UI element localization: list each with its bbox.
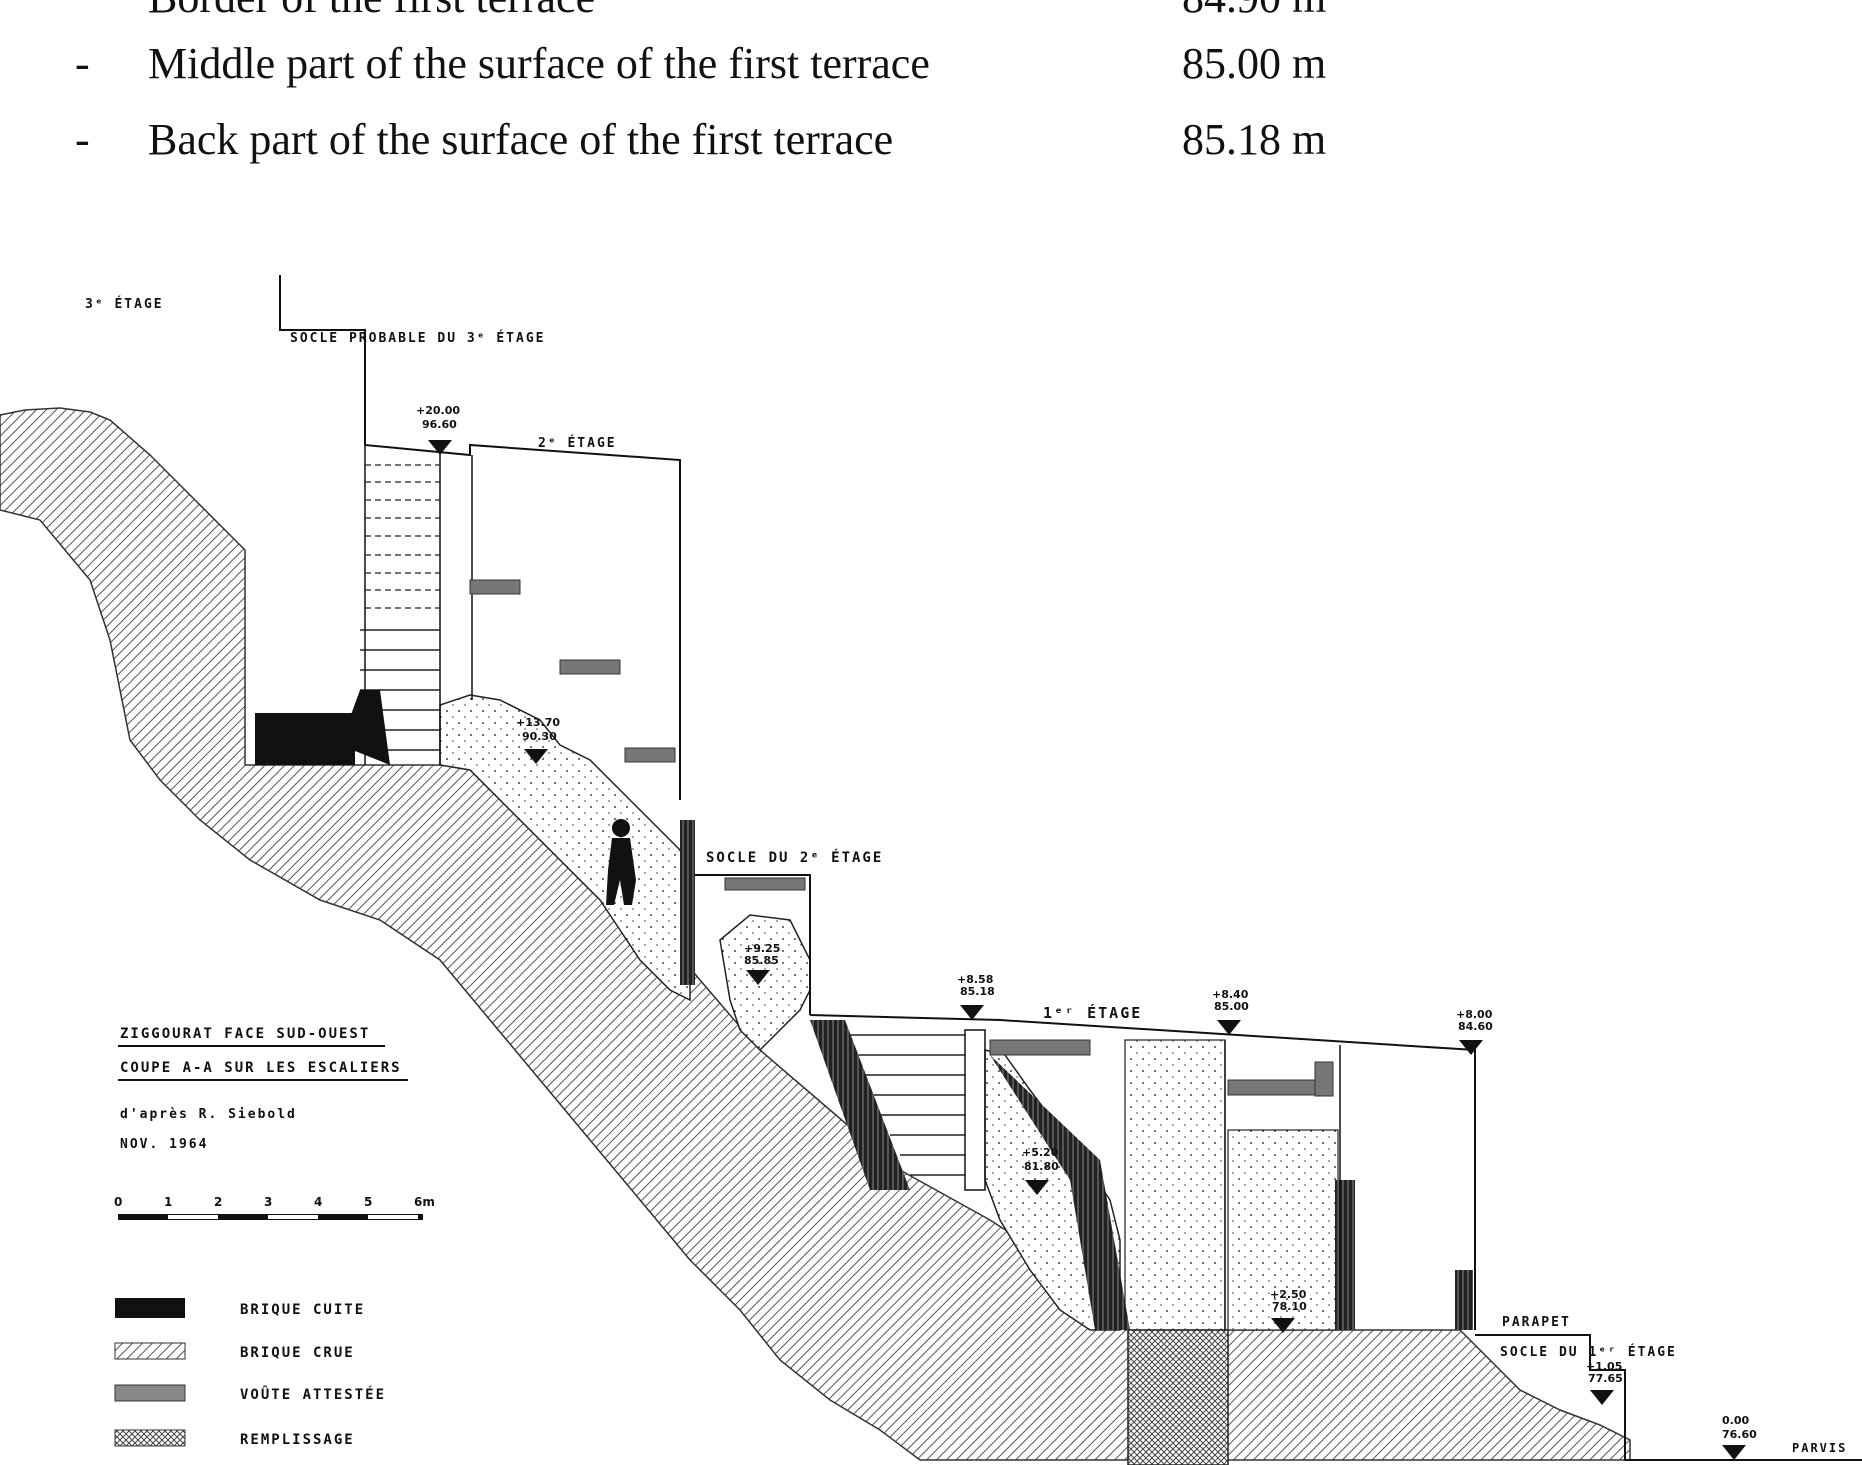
row-bullet: - — [75, 39, 90, 88]
legend-label: VOÛTE ATTESTÉE — [240, 1385, 386, 1403]
row-value: 85.00 m — [1182, 39, 1327, 88]
socle-second-label: SOCLE DU 2ᵉ ÉTAGE — [706, 849, 883, 866]
level-9-top: +1.05 — [1586, 1360, 1622, 1373]
caption-title-2: COUPE A-A SUR LES ESCALIERS — [120, 1060, 402, 1076]
level-3-top: +9.25 — [744, 942, 780, 955]
fill-middle — [719, 914, 811, 1052]
socle-third-label: SOCLE PROBABLE DU 3ᵉ ÉTAGE — [290, 330, 546, 346]
upper-dashed-stair — [365, 464, 440, 609]
level-4-bottom: 85.18 — [960, 985, 995, 998]
fired-brick-upper — [255, 713, 355, 765]
level-2-bottom: 90.30 — [522, 730, 557, 743]
level-9-bottom: 77.65 — [1588, 1372, 1623, 1385]
row-label: Back part of the surface of the first te… — [148, 115, 894, 164]
level-10-bottom: 76.60 — [1722, 1428, 1757, 1441]
level-6-top: +8.00 — [1456, 1008, 1493, 1021]
scale-tick: 4 — [314, 1195, 322, 1209]
fill-block-b — [1227, 1129, 1339, 1331]
scale-tick: 3 — [264, 1195, 272, 1209]
parapet-outline — [1475, 1334, 1862, 1461]
row-value: 85.18 m — [1182, 115, 1327, 164]
crude-brick-mass — [0, 407, 1631, 1461]
legend-label: REMPLISSAGE — [240, 1432, 355, 1448]
scale-tick: 0 — [114, 1195, 122, 1209]
stage-second-label: 2ᵉ ÉTAGE — [538, 435, 617, 451]
level-8-bottom: 78.10 — [1272, 1300, 1307, 1313]
ziggurat-section-drawing: +20.00 96.60 +13.70 90.30 +9.25 85.85 +8… — [0, 275, 1862, 1465]
parvis-label: PARVIS — [1792, 1441, 1847, 1455]
legend-label: BRIQUE CUITE — [240, 1302, 365, 1318]
legend-swatch-solid — [115, 1298, 185, 1318]
level-2-top: +13.70 — [516, 716, 560, 729]
level-1-bottom: 96.60 — [422, 418, 457, 431]
level-10-top: 0.00 — [1722, 1414, 1749, 1427]
terrace-outline — [809, 1014, 1476, 1330]
human-figure — [606, 819, 636, 905]
scale-tick: 6m — [414, 1195, 435, 1209]
legend-label: BRIQUE CRUE — [240, 1345, 355, 1361]
scale-bar: 0 1 2 3 4 5 6m — [114, 1195, 435, 1220]
caption-block: ZIGGOURAT FACE SUD-OUEST COUPE A-A SUR L… — [118, 1026, 408, 1152]
fill-block-a — [1124, 1039, 1226, 1331]
level-7-bottom: 81.80 — [1024, 1160, 1059, 1173]
scale-tick: 5 — [364, 1195, 372, 1209]
caption-title-1: ZIGGOURAT FACE SUD-OUEST — [120, 1026, 370, 1042]
legend-swatch-cross — [114, 1429, 186, 1447]
level-markers — [428, 440, 1746, 1460]
row-label: Middle part of the surface of the first … — [148, 39, 930, 88]
scale-tick: 1 — [164, 1195, 172, 1209]
stage-third-label: 3ᵉ ÉTAGE — [85, 296, 164, 312]
level-8-top: +2.50 — [1270, 1288, 1307, 1301]
legend-swatch-hatch — [114, 1342, 186, 1360]
level-6-bottom: 84.60 — [1458, 1020, 1493, 1033]
stage-first-label: 1ᵉʳ ÉTAGE — [1043, 1003, 1142, 1022]
level-5-top: +8.40 — [1212, 988, 1249, 1001]
remplissage-block — [1127, 1329, 1229, 1465]
level-1-top: +20.00 — [416, 404, 460, 417]
level-4-top: +8.58 — [957, 973, 993, 986]
level-3-bottom: 85.85 — [744, 954, 779, 967]
caption-date: NOV. 1964 — [120, 1137, 208, 1152]
row-label: Border of the first terrace — [148, 0, 595, 23]
parapet-label: PARAPET — [1502, 1315, 1571, 1330]
level-5-bottom: 85.00 — [1214, 1000, 1249, 1013]
level-7-top: +5.20 — [1022, 1146, 1059, 1159]
level-labels: +20.00 96.60 +13.70 90.30 +9.25 85.85 +8… — [416, 404, 1757, 1441]
scale-tick: 2 — [214, 1195, 222, 1209]
upper-outline — [279, 275, 681, 800]
legend-swatch-gray — [114, 1384, 186, 1402]
lower-stair-steps — [840, 1034, 965, 1176]
middle-outline — [695, 874, 811, 1015]
row-bullet: - — [75, 115, 90, 164]
row-value: 84.90 m — [1182, 0, 1326, 23]
legend: BRIQUE CUITE BRIQUE CRUE VOÛTE ATTESTÉE … — [114, 1298, 386, 1448]
caption-author: d'après R. Siebold — [120, 1107, 297, 1122]
socle-first-label: SOCLE DU 1ᵉʳ ÉTAGE — [1500, 1344, 1677, 1360]
